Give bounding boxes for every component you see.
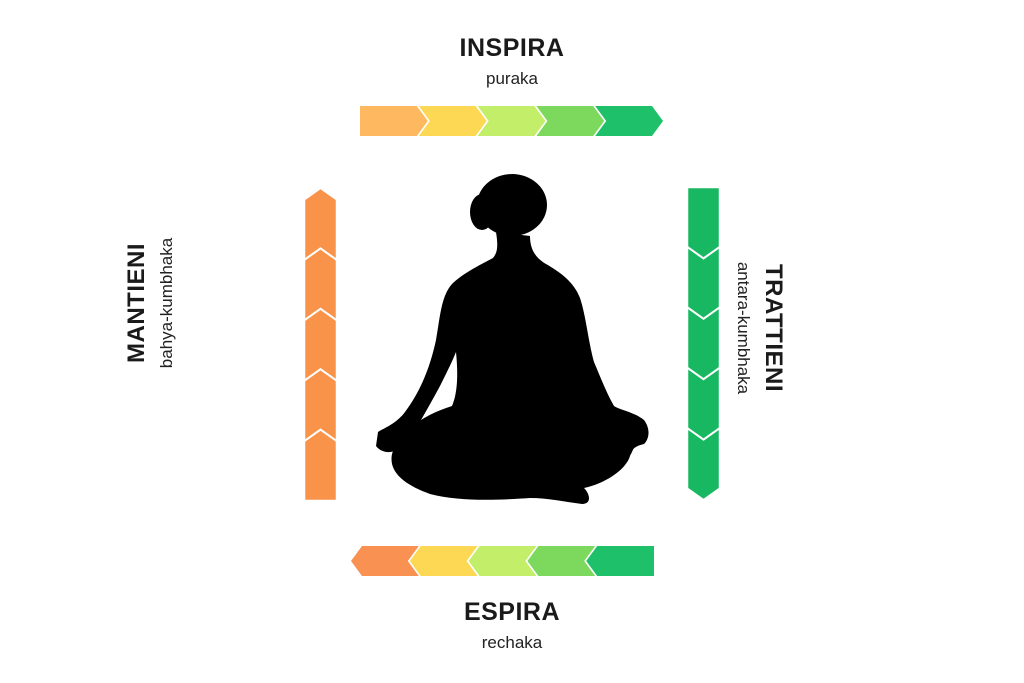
hold-full-subtitle: antara-kumbhaka <box>734 261 753 395</box>
hold-full-arrow <box>687 187 720 500</box>
exhale-subtitle: rechaka <box>481 633 543 652</box>
hold-full-arrow-segment <box>687 187 720 258</box>
hold-empty-subtitle: bahya-kumbhaka <box>157 237 176 369</box>
hold-full-arrow-segment <box>687 308 720 379</box>
exhale-arrow-segment <box>527 546 596 576</box>
hold-full-title: TRATTIENI <box>760 263 787 393</box>
hold-empty-label: MANTIENI bahya-kumbhaka <box>123 183 176 423</box>
inhale-arrow-segment <box>595 106 663 136</box>
meditating-figure-silhouette <box>376 174 649 504</box>
silhouette-head <box>477 174 547 236</box>
hold-full-label: TRATTIENI antara-kumbhaka <box>734 208 787 448</box>
hold-full-arrow-segment <box>687 429 720 500</box>
silhouette-hair-bun <box>470 194 494 230</box>
exhale-label: ESPIRA rechaka <box>412 598 612 652</box>
exhale-arrow-segment <box>409 546 478 576</box>
inhale-arrow-segment <box>418 106 487 136</box>
hold-empty-arrow-segment <box>304 249 337 320</box>
exhale-arrow-segment <box>351 546 419 576</box>
hold-empty-arrow-segment <box>304 430 337 501</box>
inhale-label: INSPIRA puraka <box>412 34 612 88</box>
exhale-arrow-segment <box>586 546 654 576</box>
hold-full-arrow-segment <box>687 368 720 439</box>
inhale-arrow-segment <box>360 106 428 136</box>
exhale-title: ESPIRA <box>463 598 561 626</box>
exhale-arrow <box>351 546 654 576</box>
hold-empty-title: MANTIENI <box>123 243 150 363</box>
hold-empty-arrow-segment <box>304 369 337 441</box>
inhale-title: INSPIRA <box>459 34 565 62</box>
hold-empty-arrow-segment <box>304 309 337 380</box>
inhale-arrow-segment <box>477 106 546 136</box>
inhale-subtitle: puraka <box>486 69 538 88</box>
inhale-arrow <box>360 106 663 136</box>
hold-full-arrow-segment <box>687 247 720 319</box>
hold-empty-arrow <box>304 188 337 501</box>
exhale-arrow-segment <box>468 546 537 576</box>
silhouette-legs <box>415 414 635 480</box>
inhale-arrow-segment <box>536 106 605 136</box>
hold-empty-arrow-segment <box>304 188 337 259</box>
